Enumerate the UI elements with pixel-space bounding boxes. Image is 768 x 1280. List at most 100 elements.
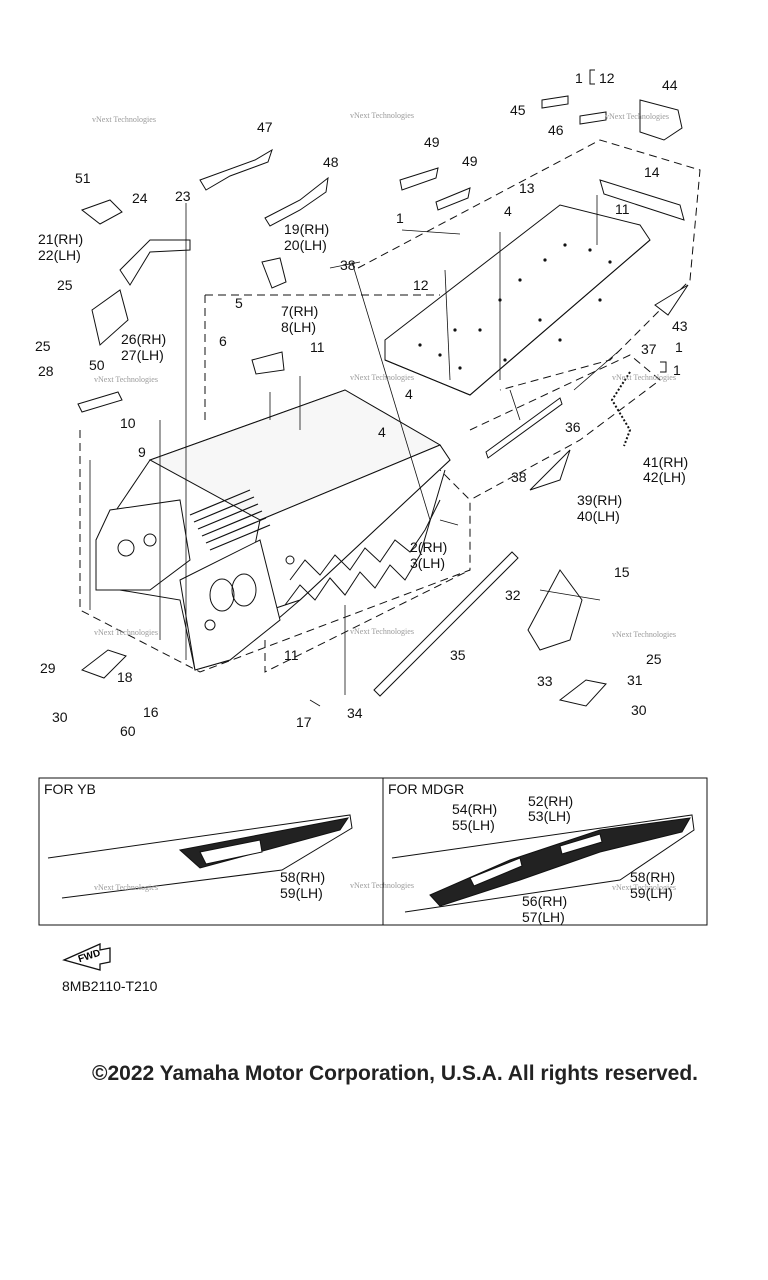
rear-bumper-bar xyxy=(599,179,685,221)
part-51-cap xyxy=(80,199,123,225)
callout-47: 47 xyxy=(257,119,273,135)
yb-decal-art xyxy=(47,814,353,899)
svg-text:vNext Technologies: vNext Technologies xyxy=(94,375,158,384)
part-50-plate xyxy=(77,391,123,413)
for-mdgr-label: FOR MDGR xyxy=(388,781,464,797)
callout-59-yb: 59(LH) xyxy=(280,885,323,901)
tunnel-deck-edge xyxy=(384,239,651,396)
callout-27: 27(LH) xyxy=(121,347,164,363)
callout-52: 52(RH) xyxy=(528,793,573,809)
diagram-code: 8MB2110-T210 xyxy=(62,978,158,994)
for-mdgr-box xyxy=(382,777,708,926)
callout-5: 5 xyxy=(235,295,243,311)
callout-59-mdgr: 59(LH) xyxy=(630,885,673,901)
callout-12: 12 xyxy=(413,277,429,293)
callout-1c: 1 xyxy=(675,339,683,355)
callout-58-mdgr: 58(RH) xyxy=(630,869,675,885)
inner-outline-dashed xyxy=(204,294,471,673)
callout-12-top: 12 xyxy=(599,70,615,86)
callout-29: 29 xyxy=(40,660,56,676)
callout-21: 21(RH) xyxy=(38,231,83,247)
part-41-chain xyxy=(610,371,632,447)
part-48-decal xyxy=(264,176,329,227)
callout-13: 13 xyxy=(519,180,535,196)
callout-1b: 1 xyxy=(396,210,404,226)
svg-text:vNext Technologies: vNext Technologies xyxy=(350,627,414,636)
part-44-block xyxy=(639,99,683,141)
callout-25b: 25 xyxy=(35,338,51,354)
callout-33: 33 xyxy=(537,673,553,689)
callout-25a: 25 xyxy=(57,277,73,293)
svg-text:vNext Technologies: vNext Technologies xyxy=(350,881,414,890)
callout-35: 35 xyxy=(450,647,466,663)
svg-text:vNext Technologies: vNext Technologies xyxy=(350,111,414,120)
callout-10: 10 xyxy=(120,415,136,431)
copyright-notice: ©2022 Yamaha Motor Corporation, U.S.A. A… xyxy=(92,1062,698,1085)
top-right-bracket xyxy=(589,69,667,373)
callout-11-bottom: 11 xyxy=(284,647,299,663)
callouts: 1 12 44 45 46 47 48 49 49 51 24 23 13 14… xyxy=(35,70,688,925)
callout-43: 43 xyxy=(672,318,688,334)
callout-49a: 49 xyxy=(424,134,440,150)
callout-24: 24 xyxy=(132,190,148,206)
callout-44: 44 xyxy=(662,77,678,93)
svg-text:vNext Technologies: vNext Technologies xyxy=(94,883,158,892)
part-19-boot xyxy=(261,257,287,289)
callout-16: 16 xyxy=(143,704,159,720)
callout-30-left: 30 xyxy=(52,709,68,725)
callout-58-yb: 58(RH) xyxy=(280,869,325,885)
part-35-tube xyxy=(373,551,519,697)
callout-32: 32 xyxy=(505,587,521,603)
callout-42: 42(LH) xyxy=(643,469,686,485)
callout-34: 34 xyxy=(347,705,363,721)
part-43-fin xyxy=(654,284,689,316)
callout-17: 17 xyxy=(296,714,312,730)
part-36-bar xyxy=(485,397,563,459)
callout-30-right: 30 xyxy=(631,702,647,718)
chassis-front-frame xyxy=(95,499,191,591)
callout-11-mid: 11 xyxy=(310,339,325,355)
callout-36: 36 xyxy=(565,419,581,435)
chassis-outline-dashed xyxy=(79,430,471,673)
svg-text:vNext Technologies: vNext Technologies xyxy=(612,373,676,382)
callout-23: 23 xyxy=(175,188,191,204)
part-49a-decal xyxy=(399,167,439,191)
mdgr-decal-art xyxy=(391,814,695,913)
callout-31: 31 xyxy=(627,672,643,688)
callout-55: 55(LH) xyxy=(452,817,495,833)
callout-56: 56(RH) xyxy=(522,893,567,909)
callout-53: 53(LH) xyxy=(528,808,571,824)
for-yb-label: FOR YB xyxy=(44,781,96,797)
callout-4-right: 4 xyxy=(378,424,386,440)
side-rail-triangles xyxy=(284,469,446,606)
callout-15: 15 xyxy=(614,564,630,580)
svg-text:vNext Technologies: vNext Technologies xyxy=(605,112,669,121)
callout-2: 2(RH) xyxy=(410,539,447,555)
callout-40: 40(LH) xyxy=(577,508,620,524)
callout-51: 51 xyxy=(75,170,91,186)
callout-38-top: 38 xyxy=(340,257,356,273)
callout-19: 19(RH) xyxy=(284,221,329,237)
part-46-pad xyxy=(579,111,607,125)
watermarks: vNext Technologies vNext Technologies vN… xyxy=(92,111,676,892)
front-holes xyxy=(117,533,295,631)
callout-38-right: 38 xyxy=(511,469,527,485)
callout-3: 3(LH) xyxy=(410,555,445,571)
callout-18: 18 xyxy=(117,669,133,685)
tunnel-deck-plate xyxy=(384,204,651,396)
callout-45: 45 xyxy=(510,102,526,118)
callout-6: 6 xyxy=(219,333,227,349)
svg-text:vNext Technologies: vNext Technologies xyxy=(612,630,676,639)
callout-39: 39(RH) xyxy=(577,492,622,508)
callout-41: 41(RH) xyxy=(643,454,688,470)
part-39-gusset xyxy=(529,449,571,491)
plate-rivets xyxy=(418,243,612,370)
part-47-decal xyxy=(199,148,273,191)
callout-37: 37 xyxy=(641,341,657,357)
callout-48: 48 xyxy=(323,154,339,170)
callout-28: 28 xyxy=(38,363,54,379)
callout-20: 20(LH) xyxy=(284,237,327,253)
part-31-step xyxy=(558,679,607,707)
deck-vents xyxy=(189,489,271,551)
